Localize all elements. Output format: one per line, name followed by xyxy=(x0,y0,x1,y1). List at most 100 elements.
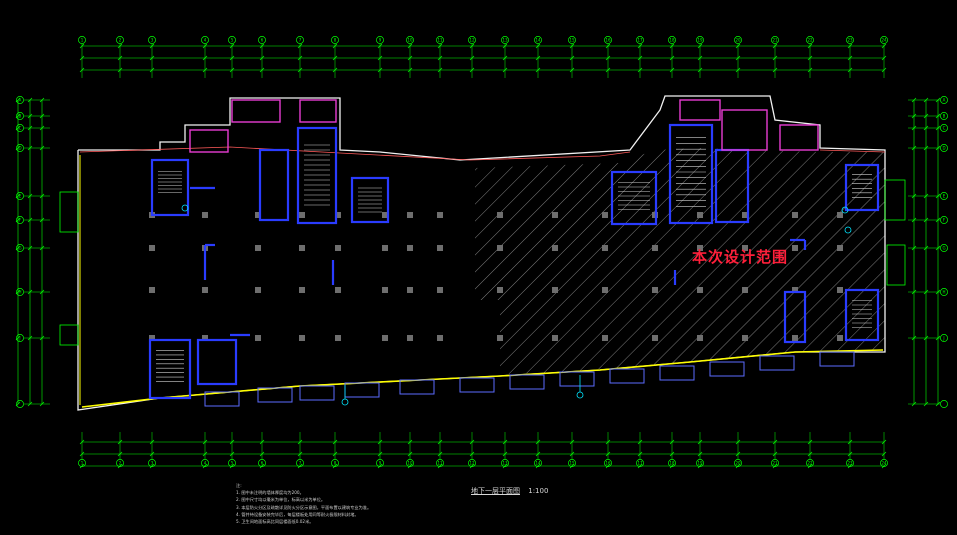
grid-bubble-col: 22 xyxy=(806,36,814,44)
svg-text:10: 10 xyxy=(407,461,413,466)
grid-bubble-col: 17 xyxy=(636,36,644,44)
grid-bubble-row: F xyxy=(940,216,948,224)
drawing-notes: 注: 1. 图中未注明的墙体厚度均为200。 2. 图中尺寸均以毫米为单位，标高… xyxy=(236,482,371,525)
grid-bubble-row: D xyxy=(940,144,948,152)
grid-bubble-col: 7 xyxy=(296,459,304,467)
svg-text:D: D xyxy=(942,146,945,151)
drawing-scale: 1:100 xyxy=(528,487,549,495)
grid-bubble-col: 9 xyxy=(376,36,384,44)
svg-text:23: 23 xyxy=(847,461,853,466)
svg-text:J: J xyxy=(18,336,20,341)
roof-line-right xyxy=(819,149,886,153)
grid-bubble-row: B xyxy=(940,112,948,120)
svg-text:2: 2 xyxy=(119,38,122,43)
grid-bubble-row xyxy=(16,400,24,408)
grid-bubble-row: B xyxy=(16,112,24,120)
grid-bubble-col: 10 xyxy=(406,36,414,44)
svg-text:G: G xyxy=(942,246,945,251)
grid-bubble-col: 12 xyxy=(468,459,476,467)
grid-bubble-row: H xyxy=(16,288,24,296)
svg-text:22: 22 xyxy=(807,38,813,43)
svg-text:12: 12 xyxy=(469,38,475,43)
svg-text:19: 19 xyxy=(697,461,703,466)
svg-text:22: 22 xyxy=(807,461,813,466)
grid-bubble-col: 9 xyxy=(376,459,384,467)
grid-bubble-col: 19 xyxy=(696,36,704,44)
svg-text:6: 6 xyxy=(261,38,264,43)
grid-bubble-col: 2 xyxy=(116,36,124,44)
grid-bubble-col: 14 xyxy=(534,459,542,467)
svg-text:21: 21 xyxy=(772,461,778,466)
svg-text:15: 15 xyxy=(569,38,575,43)
svg-text:21: 21 xyxy=(772,38,778,43)
svg-text:1: 1 xyxy=(81,38,84,43)
grid-bubble-col: 4 xyxy=(201,36,209,44)
svg-text:12: 12 xyxy=(469,461,475,466)
grid-bubble-col: 2 xyxy=(116,459,124,467)
svg-text:16: 16 xyxy=(605,461,611,466)
svg-text:D: D xyxy=(18,146,21,151)
note-line: 5. 卫生间地面标高比同层楼面低0.02米。 xyxy=(236,519,314,525)
svg-text:18: 18 xyxy=(669,461,675,466)
grid-bubble-col: 24 xyxy=(880,459,888,467)
notes-heading: 注: xyxy=(236,483,242,488)
grid-bubble-col: 21 xyxy=(771,459,779,467)
grid-bubble-col: 17 xyxy=(636,459,644,467)
svg-text:13: 13 xyxy=(502,38,508,43)
svg-text:20: 20 xyxy=(735,38,741,43)
grid-bubble-col: 15 xyxy=(568,459,576,467)
svg-text:24: 24 xyxy=(881,38,887,43)
grid-bubble-col: 11 xyxy=(436,36,444,44)
roof-line xyxy=(79,146,631,161)
note-line: 4. 管井待设备安装完毕后，每层楼板处用同等耐火极限材料封堵。 xyxy=(236,511,359,517)
window-bays xyxy=(204,351,855,407)
grid-bubble-row: E xyxy=(16,192,24,200)
grid-bubble-row: G xyxy=(940,244,948,252)
svg-text:F: F xyxy=(19,218,22,223)
svg-text:5: 5 xyxy=(231,38,234,43)
svg-text:8: 8 xyxy=(334,461,337,466)
grid-bubble-col: 23 xyxy=(846,36,854,44)
side-boxes xyxy=(59,179,906,346)
svg-text:B: B xyxy=(943,114,946,119)
svg-text:10: 10 xyxy=(407,38,413,43)
grid-bubble-col: 23 xyxy=(846,459,854,467)
grid-bubble-col: 22 xyxy=(806,459,814,467)
grid-bubble-col: 8 xyxy=(331,459,339,467)
grid-bubble-col: 1 xyxy=(78,36,86,44)
svg-text:4: 4 xyxy=(204,38,207,43)
svg-text:F: F xyxy=(943,218,946,223)
grid-bubble-col: 4 xyxy=(201,459,209,467)
svg-text:A: A xyxy=(19,98,22,103)
svg-text:C: C xyxy=(943,126,946,131)
grid-bubble-row: H xyxy=(940,288,948,296)
grid-bubble-col: 16 xyxy=(604,36,612,44)
svg-text:8: 8 xyxy=(334,38,337,43)
svg-text:13: 13 xyxy=(502,461,508,466)
svg-text:18: 18 xyxy=(669,38,675,43)
grid-bubble-row: G xyxy=(16,244,24,252)
svg-text:14: 14 xyxy=(535,461,541,466)
svg-text:3: 3 xyxy=(151,461,154,466)
note-line: 2. 图中尺寸均以毫米为单位，标高以米为单位。 xyxy=(236,497,326,503)
grid-bubble-col: 20 xyxy=(734,459,742,467)
grid-bubble-row: D xyxy=(16,144,24,152)
grid-bubble-col: 6 xyxy=(258,36,266,44)
svg-text:H: H xyxy=(18,290,21,295)
grid-bubble-col: 10 xyxy=(406,459,414,467)
svg-text:23: 23 xyxy=(847,38,853,43)
svg-text:C: C xyxy=(19,126,22,131)
svg-text:2: 2 xyxy=(119,461,122,466)
svg-text:5: 5 xyxy=(231,461,234,466)
svg-text:E: E xyxy=(19,194,22,199)
stair-treads xyxy=(156,137,872,382)
svg-text:H: H xyxy=(942,290,945,295)
grid-bubble-row: F xyxy=(16,216,24,224)
grid-bubble-col: 3 xyxy=(148,36,156,44)
svg-text:A: A xyxy=(943,98,946,103)
svg-text:17: 17 xyxy=(637,461,643,466)
drawing-title: 地下一层平面图 1:100 xyxy=(471,486,548,496)
section-markers xyxy=(181,204,852,406)
grid-bubble-col: 7 xyxy=(296,36,304,44)
structural-columns xyxy=(149,212,843,341)
